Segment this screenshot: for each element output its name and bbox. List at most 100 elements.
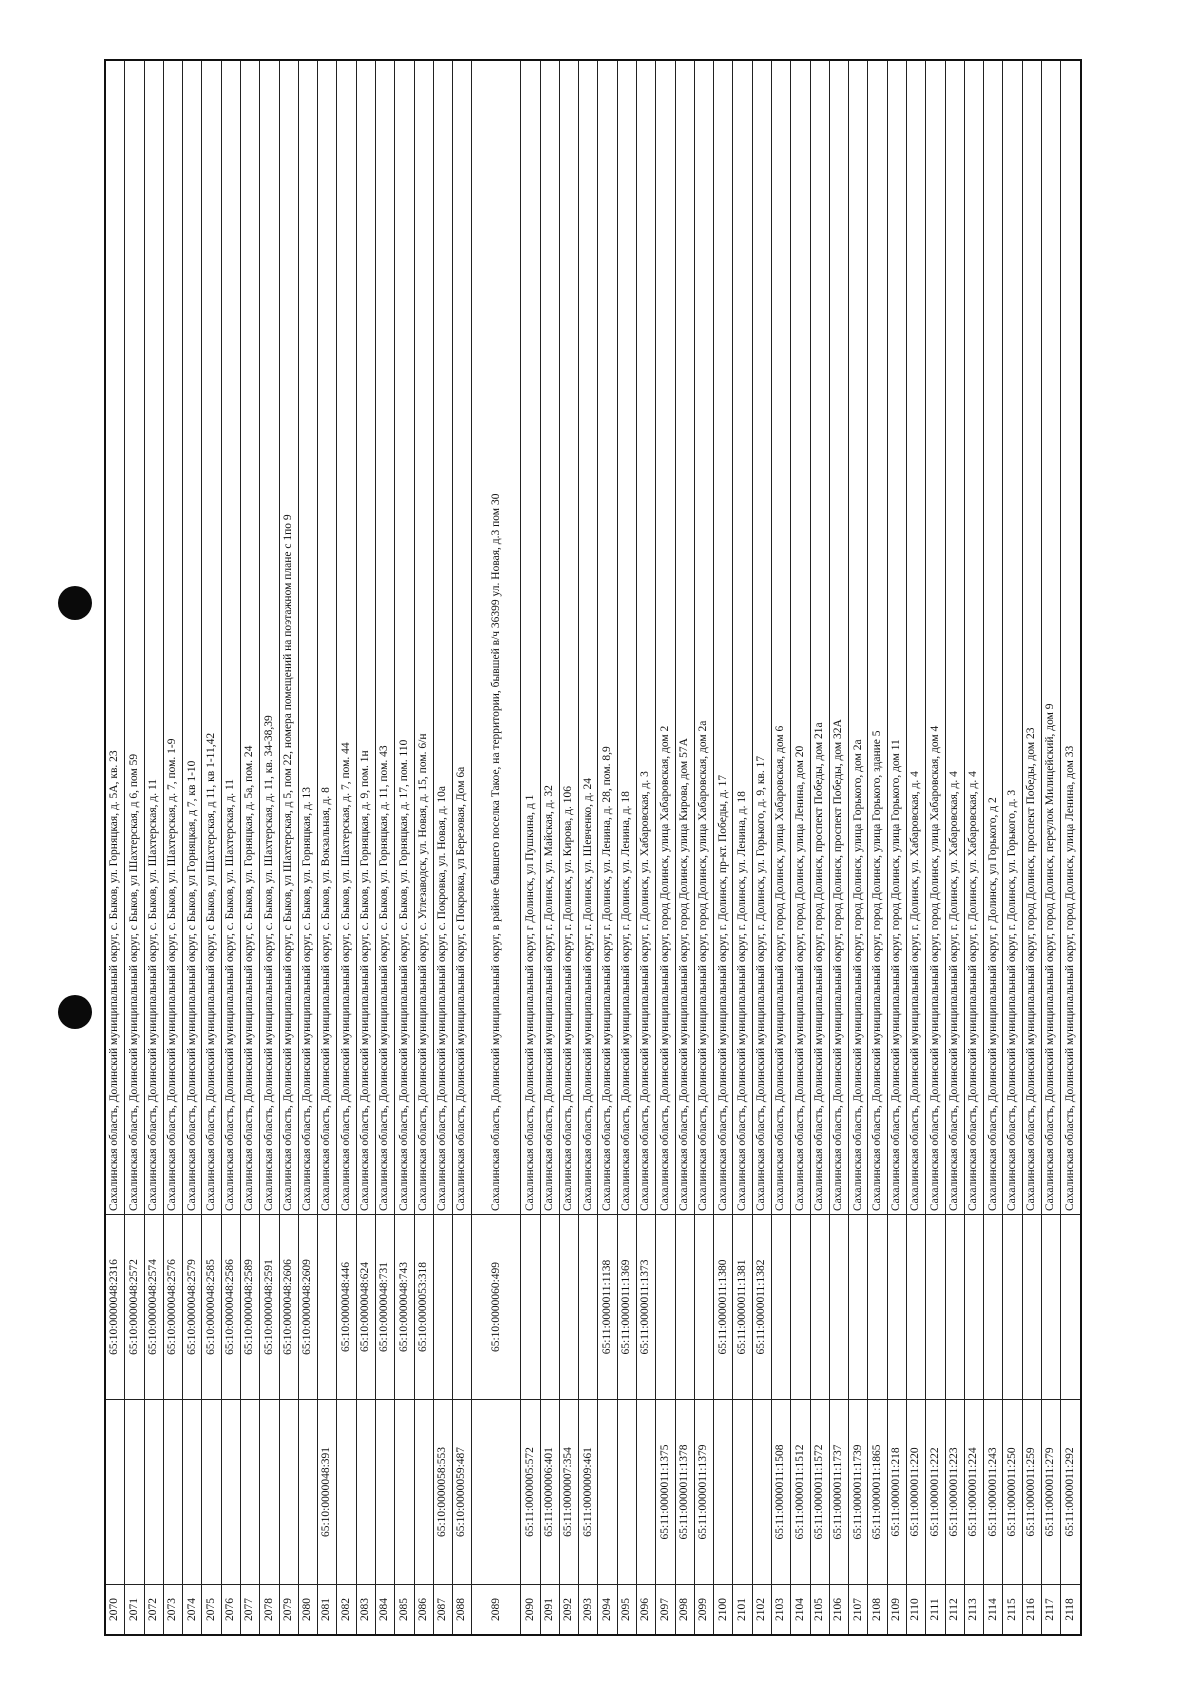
cadastral-number-b-cell: 65:10:0000060:499 xyxy=(471,1214,521,1400)
row-number-cell: 2083 xyxy=(356,1584,376,1635)
cadastral-number-b-cell: 65:10:0000048:2586 xyxy=(221,1214,241,1400)
cadastral-number-a-cell: 65:11:0000011:218 xyxy=(887,1399,907,1585)
cadastral-number-a-cell xyxy=(636,1399,656,1585)
cadastral-number-b-cell: 65:11:0000011:1369 xyxy=(617,1214,637,1400)
cadastral-number-b-cell xyxy=(964,1214,984,1400)
cadastral-number-b-cell: 65:10:0000048:2606 xyxy=(279,1214,299,1400)
cadastral-number-b-cell: 65:11:0000011:1380 xyxy=(713,1214,733,1400)
row-number-cell: 2108 xyxy=(867,1584,888,1635)
address-cell: Сахалинская область, Долинский муниципал… xyxy=(597,59,618,1215)
cadastral-number-b-cell: 65:10:0000048:2572 xyxy=(124,1214,145,1400)
cadastral-number-a-cell xyxy=(471,1399,521,1585)
row-number-cell: 2086 xyxy=(414,1584,434,1635)
address-cell: Сахалинская область, Долинский муниципал… xyxy=(771,59,791,1215)
cadastral-number-b-cell: 65:10:0000048:2585 xyxy=(201,1214,222,1400)
cadastral-number-b-cell xyxy=(771,1214,791,1400)
row-number-cell: 2072 xyxy=(144,1584,164,1635)
cadastral-number-b-cell xyxy=(848,1214,868,1400)
address-cell: Сахалинская область, Долинский муниципал… xyxy=(1022,59,1042,1215)
row-number-cell: 2116 xyxy=(1022,1584,1042,1635)
row-number-cell: 2082 xyxy=(336,1584,357,1635)
address-cell: Сахалинская область, Долинский муниципал… xyxy=(829,59,849,1215)
cadastral-number-a-cell xyxy=(240,1399,260,1585)
cadastral-number-b-cell: 65:10:0000048:731 xyxy=(375,1214,395,1400)
address-cell: Сахалинская область, Долинский муниципал… xyxy=(559,59,579,1215)
cadastral-number-a-cell: 65:11:0000011:259 xyxy=(1022,1399,1042,1585)
cadastral-number-b-cell xyxy=(520,1214,541,1400)
address-cell: Сахалинская область, Долинский муниципал… xyxy=(694,59,714,1215)
address-cell: Сахалинская область, Долинский муниципал… xyxy=(1041,59,1061,1215)
row-number-cell: 2113 xyxy=(964,1584,984,1635)
cadastral-number-a-cell: 65:11:0000011:224 xyxy=(964,1399,984,1585)
cadastral-number-b-cell xyxy=(694,1214,714,1400)
address-cell: Сахалинская область, Долинский муниципал… xyxy=(182,59,202,1215)
row-number-cell: 2111 xyxy=(925,1584,946,1635)
cadastral-number-b-cell xyxy=(540,1214,560,1400)
cadastral-number-b-cell: 65:10:0000048:743 xyxy=(394,1214,414,1400)
cadastral-number-b-cell xyxy=(829,1214,849,1400)
cadastral-number-b-cell xyxy=(906,1214,926,1400)
cadastral-number-a-cell xyxy=(375,1399,395,1585)
row-number-cell: 2071 xyxy=(124,1584,145,1635)
address-cell: Сахалинская область, Долинский муниципал… xyxy=(394,59,414,1215)
address-cell: Сахалинская область, Долинский муниципал… xyxy=(163,59,183,1215)
row-number-cell: 2115 xyxy=(1002,1584,1023,1635)
row-number-cell: 2117 xyxy=(1041,1584,1061,1635)
cadastral-number-a-cell: 65:11:0000011:1572 xyxy=(810,1399,830,1585)
address-cell: Сахалинская область, Долинский муниципал… xyxy=(732,59,753,1215)
row-number-cell: 2085 xyxy=(394,1584,414,1635)
cadastral-number-b-cell xyxy=(1060,1214,1081,1400)
row-number-cell: 2106 xyxy=(829,1584,849,1635)
address-cell: Сахалинская область, Долинский муниципал… xyxy=(124,59,145,1215)
cadastral-number-b-cell: 65:10:0000048:2589 xyxy=(240,1214,260,1400)
cadastral-number-a-cell xyxy=(713,1399,733,1585)
address-cell: Сахалинская область, Долинский муниципал… xyxy=(713,59,733,1215)
row-number-cell: 2089 xyxy=(471,1584,521,1635)
address-cell: Сахалинская область, Долинский муниципал… xyxy=(887,59,907,1215)
row-number-cell: 2092 xyxy=(559,1584,579,1635)
cadastral-number-b-cell xyxy=(578,1214,598,1400)
address-cell: Сахалинская область, Долинский муниципал… xyxy=(452,59,472,1215)
cadastral-number-b-cell xyxy=(675,1214,695,1400)
cadastral-number-b-cell: 65:11:0000011:1373 xyxy=(636,1214,656,1400)
row-number-cell: 2087 xyxy=(433,1584,453,1635)
cadastral-number-b-cell xyxy=(887,1214,907,1400)
address-cell: Сахалинская область, Долинский муниципал… xyxy=(144,59,164,1215)
row-number-cell: 2098 xyxy=(675,1584,695,1635)
address-cell: Сахалинская область, Долинский муниципал… xyxy=(1002,59,1023,1215)
address-cell: Сахалинская область, Долинский муниципал… xyxy=(617,59,637,1215)
cadastral-number-a-cell xyxy=(144,1399,164,1585)
address-cell: Сахалинская область, Долинский муниципал… xyxy=(540,59,560,1215)
address-cell: Сахалинская область, Долинский муниципал… xyxy=(433,59,453,1215)
address-cell: Сахалинская область, Долинский муниципал… xyxy=(201,59,222,1215)
cadastral-number-a-cell: 65:11:0000011:220 xyxy=(906,1399,926,1585)
punch-hole-bottom xyxy=(58,995,92,1029)
row-number-cell: 2101 xyxy=(732,1584,753,1635)
cadastral-number-b-cell: 65:10:0000053:318 xyxy=(414,1214,434,1400)
cadastral-number-a-cell xyxy=(752,1399,772,1585)
row-number-cell: 2096 xyxy=(636,1584,656,1635)
cadastral-number-b-cell xyxy=(1002,1214,1023,1400)
cadastral-number-a-cell xyxy=(394,1399,414,1585)
address-cell: Сахалинская область, Долинский муниципал… xyxy=(675,59,695,1215)
row-number-cell: 2093 xyxy=(578,1584,598,1635)
